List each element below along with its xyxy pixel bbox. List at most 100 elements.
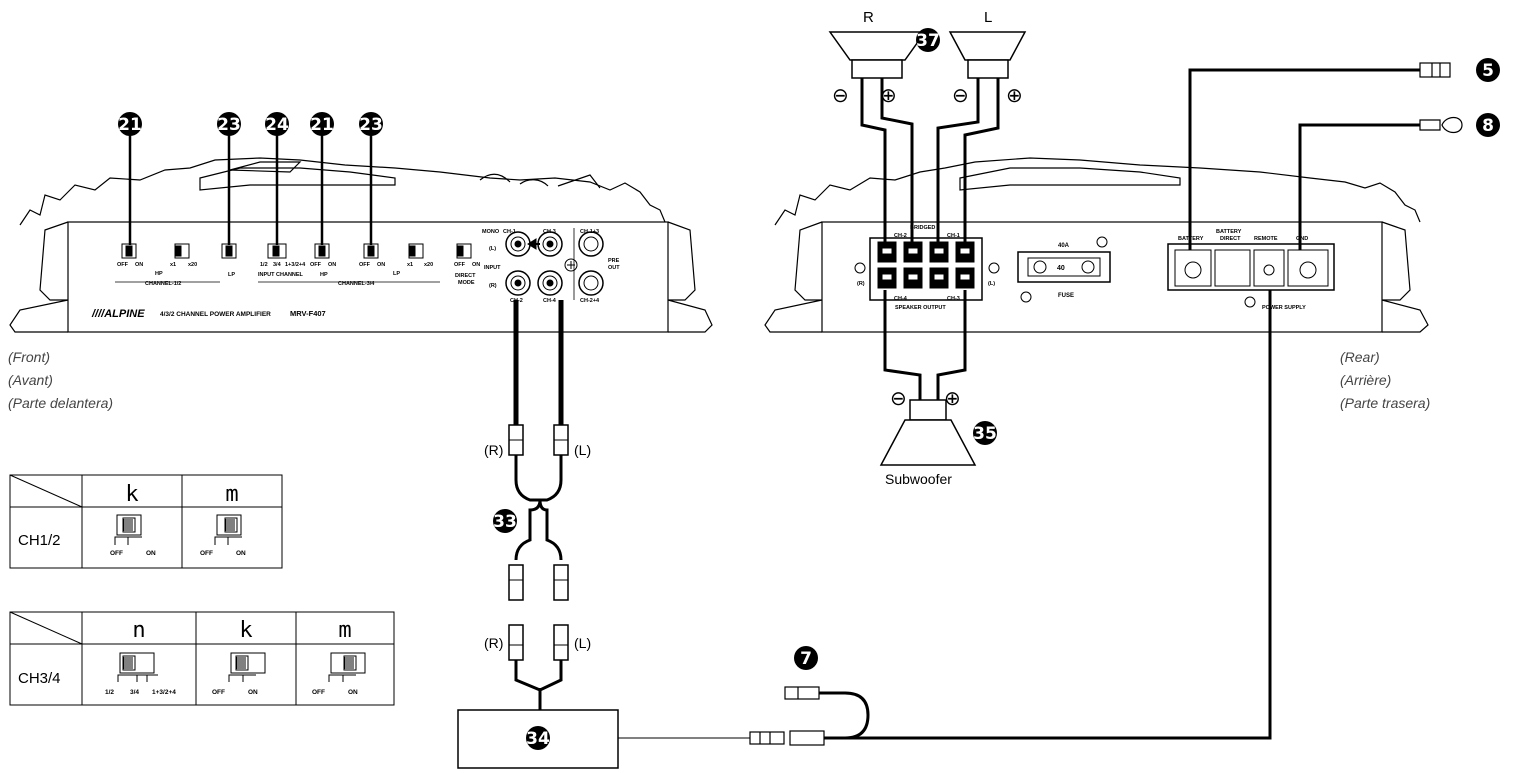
fuse-label: FUSE xyxy=(1058,293,1074,299)
switch-table-ch12-text: k m CH1/2 OFF ON OFF ON xyxy=(18,482,246,557)
caption-arriere: (Arrière) xyxy=(1340,372,1391,388)
front-x1-1: x1 xyxy=(170,262,176,268)
cable-l-lower: (L) xyxy=(574,635,591,651)
input-l-label: (L) xyxy=(489,246,496,252)
table2-col2: k xyxy=(239,618,252,643)
input-opt-2: 3/4 xyxy=(273,262,282,268)
r-plus: ⊕ xyxy=(880,85,897,107)
front-on-2: ON xyxy=(328,262,336,268)
rca-cable-labels: (R) (L) (R) (L) xyxy=(484,442,591,651)
power-terminal-block xyxy=(1167,243,1335,308)
table1-row: CH1/2 xyxy=(18,532,61,549)
input-label: INPUT xyxy=(484,265,501,271)
callout-37: 37 xyxy=(916,31,940,51)
callout-7: 7 xyxy=(800,649,812,669)
speaker-right xyxy=(828,31,927,79)
callout-23b: 23 xyxy=(359,115,383,135)
fuse-rating: 40A xyxy=(1058,243,1070,249)
sub-plus: ⊕ xyxy=(944,388,961,410)
ch1-label: CH-1 xyxy=(503,229,516,235)
front-off-2: OFF xyxy=(310,262,322,268)
caption-front: (Front) xyxy=(8,349,50,365)
ch34-label: CHANNEL-3/4 xyxy=(338,281,375,287)
remote-connectors xyxy=(749,686,870,746)
front-x1-2: x1 xyxy=(407,262,413,268)
table1-col1: k xyxy=(125,482,138,507)
speaker-left xyxy=(948,31,1027,79)
out-label: OUT xyxy=(608,265,620,271)
speaker-callouts: 37 35 xyxy=(916,28,997,445)
table2-opt-1: 1/2 xyxy=(105,689,114,696)
front-x20-2: x20 xyxy=(424,262,433,268)
subwoofer-label: Subwoofer xyxy=(885,471,952,487)
speaker-l-label: L xyxy=(984,9,992,26)
caption-parte-trasera: (Parte trasera) xyxy=(1340,395,1430,411)
rear-l-label: (L) xyxy=(988,281,995,287)
table2-col1: n xyxy=(132,618,145,643)
fuse-holder xyxy=(1017,236,1111,303)
table2-on-3: ON xyxy=(348,689,358,696)
front-x20-1: x20 xyxy=(188,262,197,268)
rear-captions: (Rear) (Arrière) (Parte trasera) xyxy=(1340,349,1430,411)
front-on-3: ON xyxy=(377,262,385,268)
rear-r-label: (R) xyxy=(857,281,865,287)
fuse-labels: 40A 40 FUSE xyxy=(1057,243,1074,299)
front-on-1: ON xyxy=(135,262,143,268)
speaker-r-label: R xyxy=(863,9,874,26)
ch12-label: CHANNEL-1/2 xyxy=(145,281,181,287)
rear-ch3-label: CH-3 xyxy=(947,296,960,302)
front-on-4: ON xyxy=(472,262,480,268)
remote-label: REMOTE xyxy=(1254,236,1278,242)
ch3-label: CH-3 xyxy=(543,229,556,235)
speaker-output-label: SPEAKER OUTPUT xyxy=(895,305,946,311)
ch4-label: CH-4 xyxy=(543,298,557,304)
table2-row: CH3/4 xyxy=(18,670,61,687)
callout-power: 5 8 xyxy=(1476,58,1500,137)
cable-r-lower: (R) xyxy=(484,635,503,651)
switch-table-ch12 xyxy=(9,474,283,569)
model-description: 4/3/2 CHANNEL POWER AMPLIFIER xyxy=(160,311,271,318)
caption-rear: (Rear) xyxy=(1340,349,1380,365)
table2-off-3: OFF xyxy=(312,689,325,696)
ch24-label: CH-2+4 xyxy=(580,298,600,304)
callout-rca-cable: 33 xyxy=(493,509,517,533)
speaker-terminal-block xyxy=(854,237,1000,301)
front-switch-labels: OFF ON x1 x20 1/2 3/4 1+3/2+4 OFF ON OFF… xyxy=(117,262,480,287)
switch-table-ch34-text: n k m CH3/4 1/2 3/4 1+3/2+4 OFF ON OFF O… xyxy=(18,618,358,696)
input-opt-1: 1/2 xyxy=(260,262,268,268)
l-minus: ⊖ xyxy=(952,85,969,107)
battery-direct-1: BATTERY xyxy=(1216,229,1242,235)
lp-label-2: LP xyxy=(393,271,400,277)
cable-r-upper: (R) xyxy=(484,442,503,458)
table2-col3: m xyxy=(338,618,351,643)
wire-terminals xyxy=(1419,62,1463,134)
callout-34: 34 xyxy=(526,729,550,749)
mode-label: MODE xyxy=(458,280,475,286)
callout-21b: 21 xyxy=(310,115,334,135)
callout-33: 33 xyxy=(493,512,517,532)
rear-ch2-label: CH-2 xyxy=(894,233,907,239)
cable-l-upper: (L) xyxy=(574,442,591,458)
front-switches xyxy=(121,243,472,259)
front-off-3: OFF xyxy=(359,262,371,268)
rca-cable-assembly xyxy=(508,300,569,710)
table1-on-1: ON xyxy=(146,550,156,557)
front-captions: (Front) (Avant) (Parte delantera) xyxy=(8,349,113,411)
power-wires xyxy=(824,68,1422,740)
model-number: MRV-F407 xyxy=(290,309,326,318)
pre-label: PRE xyxy=(608,258,620,264)
callout-5: 5 xyxy=(1482,61,1494,81)
callout-24: 24 xyxy=(265,115,289,135)
front-off-4: OFF xyxy=(454,262,466,268)
front-rca-jacks xyxy=(505,228,604,300)
callout-8: 8 xyxy=(1482,116,1494,136)
direct-label: DIRECT xyxy=(455,273,476,279)
front-off-1: OFF xyxy=(117,262,129,268)
head-unit: 34 xyxy=(457,709,750,769)
alpine-logo: ////ALPINE xyxy=(91,308,145,320)
switch-table-ch34 xyxy=(9,611,395,706)
speaker-terminal-labels: BRIDGED CH-2 CH-1 CH-4 CH-3 SPEAKER OUTP… xyxy=(857,225,995,311)
table2-opt-3: 1+3/2+4 xyxy=(152,689,176,696)
table2-off-2: OFF xyxy=(212,689,225,696)
